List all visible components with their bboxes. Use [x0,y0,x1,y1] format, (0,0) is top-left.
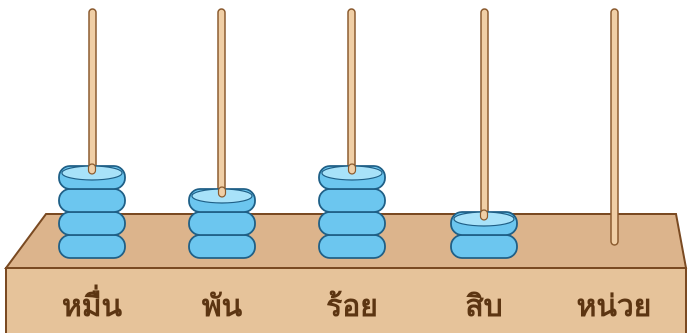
beads [58,163,518,259]
rod-hole-ten-thousands [87,163,97,175]
rod-hole-thousands [217,186,227,198]
bead-tens-1 [450,234,518,259]
bead-hundreds-3 [318,188,386,213]
label-units: หน่วย [577,289,652,324]
bead-ten-thousands-2 [58,211,126,236]
rod-hole-hundreds [347,163,357,175]
label-ten-thousands: หมื่น [62,284,123,324]
label-thousands: พัน [202,289,243,324]
bead-thousands-2 [188,211,256,236]
bead-hundreds-1 [318,234,386,259]
label-tens: สิบ [465,289,502,324]
rod-units [610,8,619,246]
board-front [5,267,687,333]
bead-hundreds-2 [318,211,386,236]
label-hundreds: ร้อย [326,289,378,324]
bead-ten-thousands-1 [58,234,126,259]
bead-thousands-1 [188,234,256,259]
place-labels: หมื่น พัน ร้อย สิบ หน่วย [62,284,651,324]
bead-ten-thousands-3 [58,188,126,213]
rod-hole-tens [479,209,489,221]
